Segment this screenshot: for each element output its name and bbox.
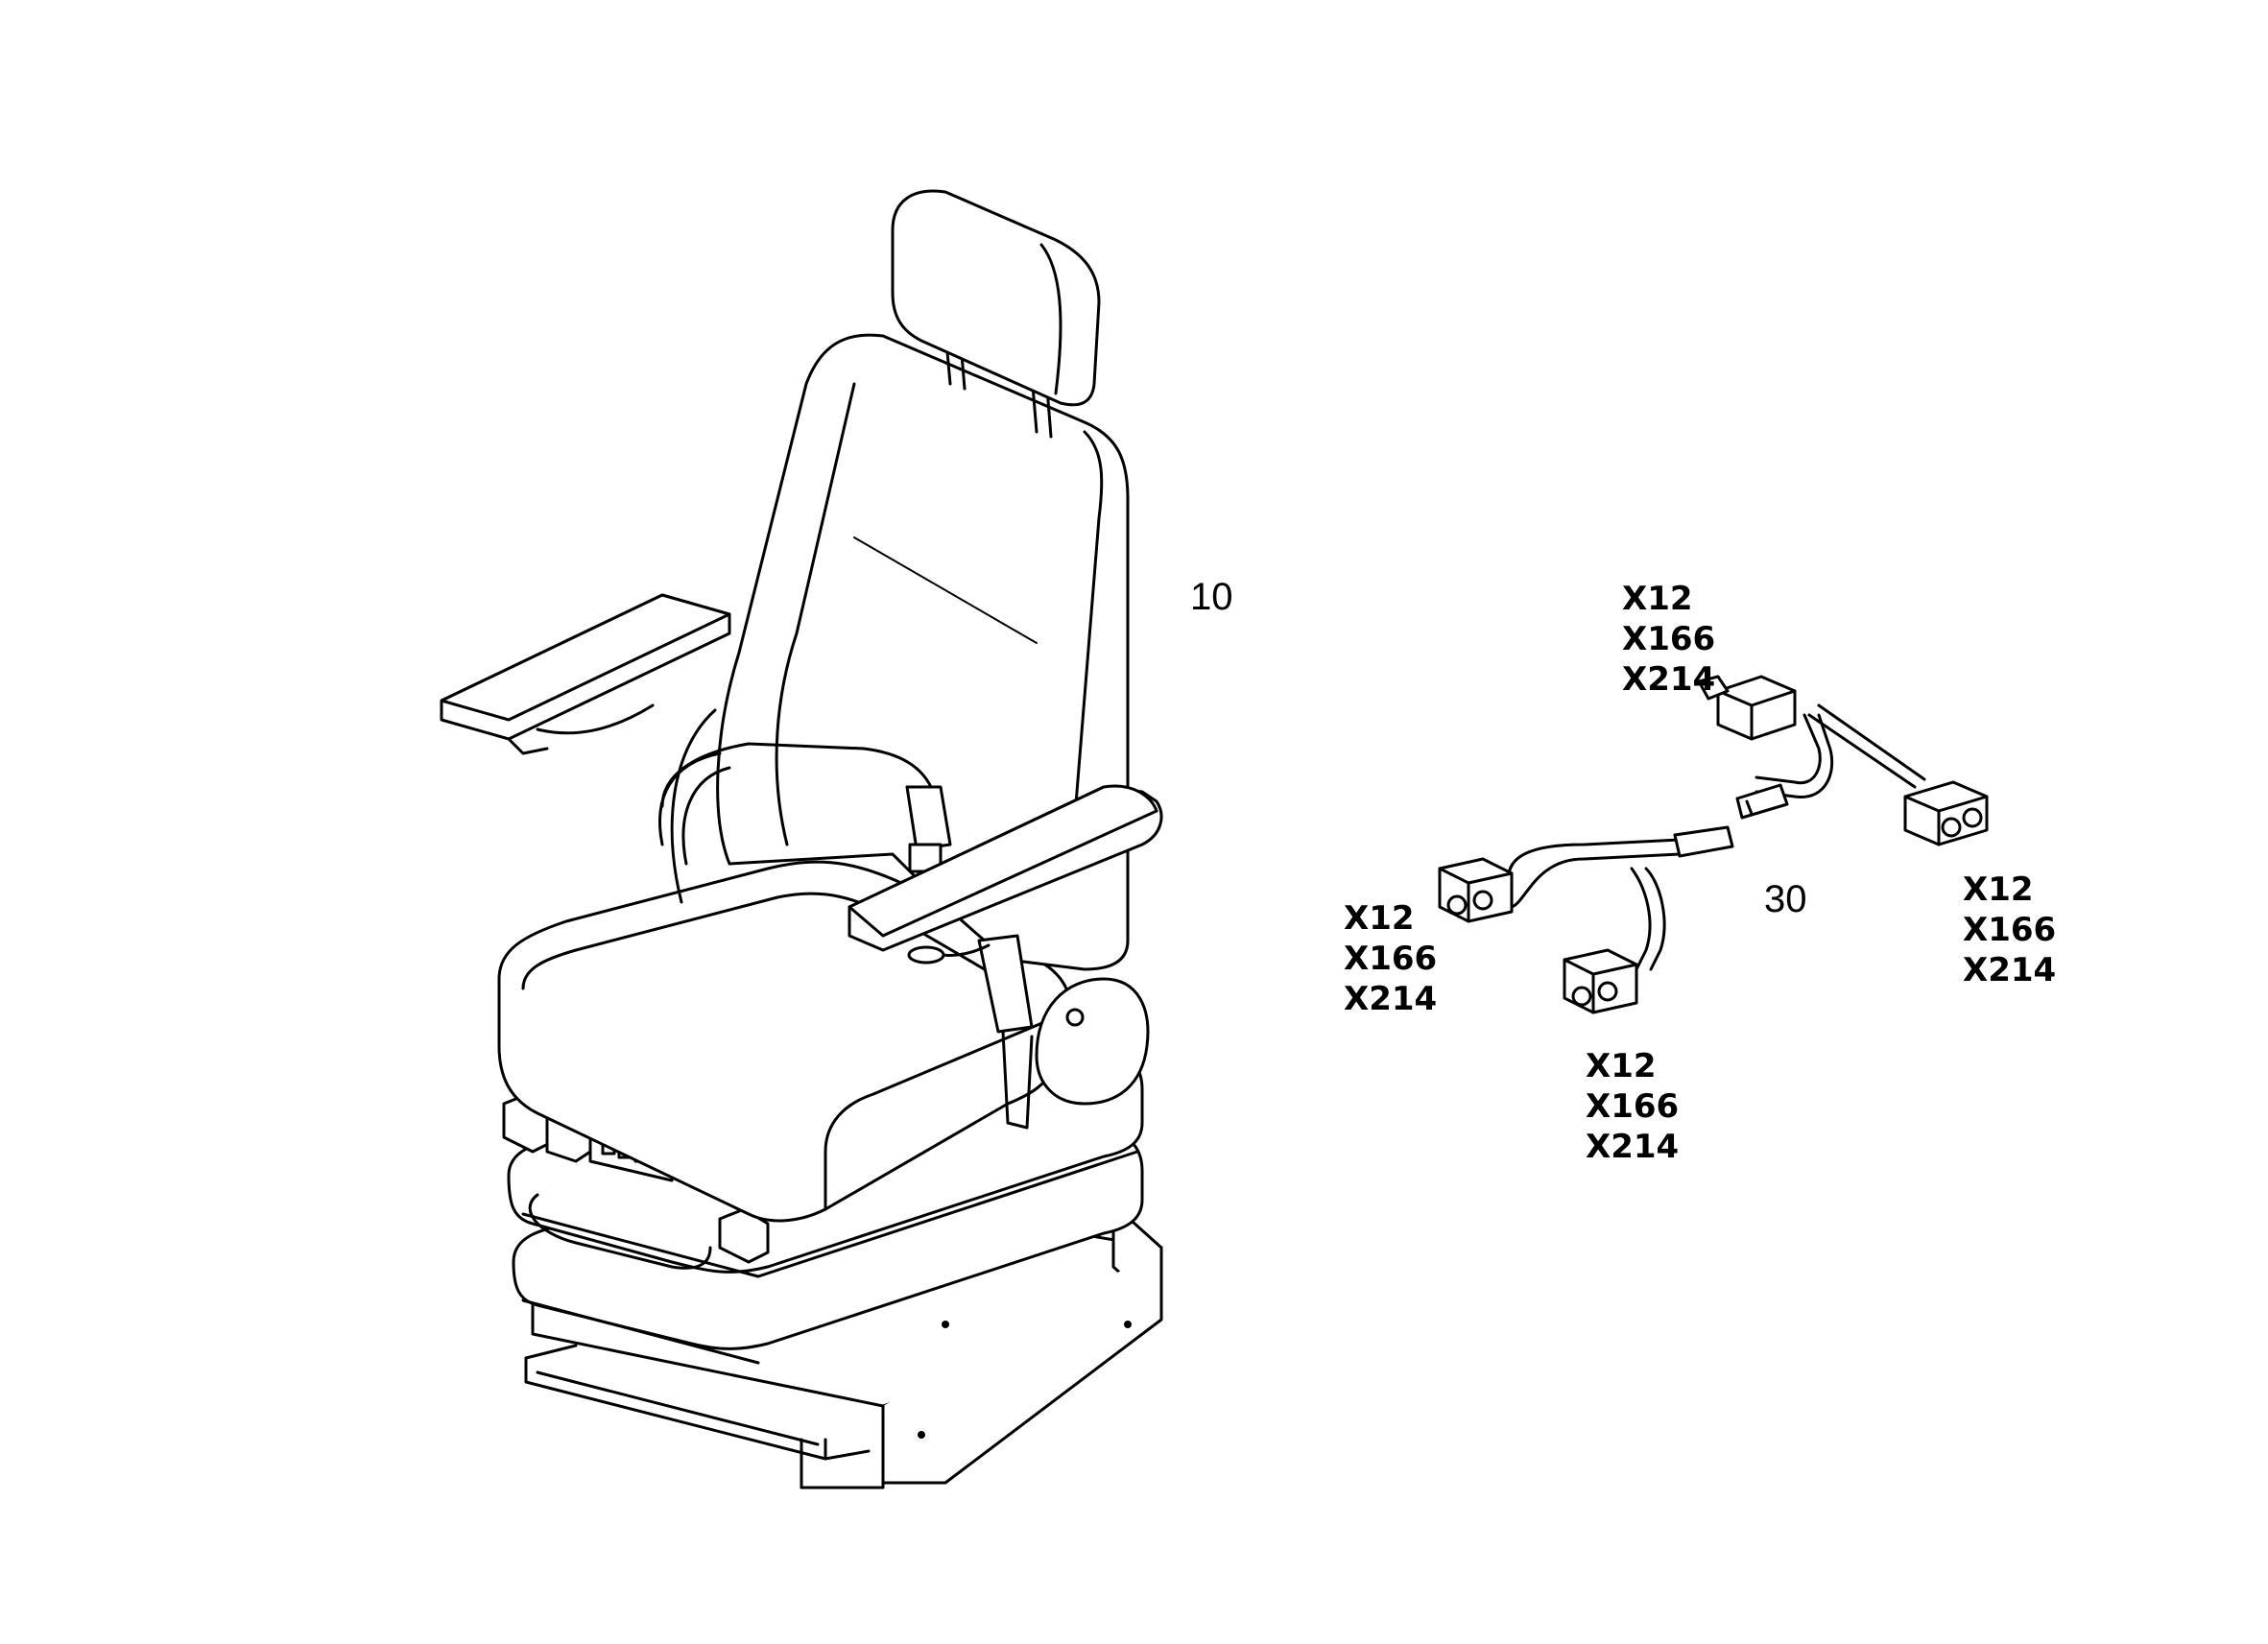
right-armrest [848, 784, 1163, 965]
connector-code: X166 [1586, 1087, 1679, 1126]
connector-code: X166 [1963, 911, 2056, 949]
connector-code: X214 [1586, 1128, 1679, 1166]
lumbar-adjust-knob [1035, 977, 1150, 1106]
wiring-harness-drawing [1438, 675, 1989, 1014]
connector-code: X12 [1586, 1047, 1657, 1085]
connector-label-top: X12 X166 X214 [1622, 580, 1715, 699]
driver-seat-drawing [440, 189, 1163, 1489]
connector-code: X214 [1622, 660, 1715, 699]
connector-code: X214 [1963, 951, 2056, 989]
connector-label-left: X12 X166 X214 [1344, 899, 1437, 1018]
seat-headrest [891, 189, 1101, 407]
seat-levers [502, 1092, 770, 1270]
connector-top-plug [1697, 675, 1797, 741]
seat-backrest [716, 333, 1130, 971]
connector-code: X12 [1344, 899, 1415, 938]
connector-code: X12 [1622, 580, 1693, 618]
connector-code: X214 [1344, 980, 1437, 1018]
connector-code: X166 [1622, 620, 1715, 658]
connector-code: X12 [1963, 870, 2034, 909]
connector-label-bottom: X12 X166 X214 [1586, 1047, 1679, 1166]
foot-rail [524, 1344, 871, 1461]
seat-belt [658, 742, 1034, 1130]
connector-right-plug [1903, 780, 1989, 846]
connector-label-right: X12 X166 X214 [1963, 870, 2056, 989]
connector-code: X166 [1344, 940, 1437, 978]
connector-left-plug [1438, 857, 1514, 923]
part-number-harness: 30 [1764, 878, 1807, 920]
connector-bottom-plug [1563, 948, 1638, 1014]
part-number-seat: 10 [1190, 576, 1233, 618]
left-armrest [440, 593, 731, 755]
